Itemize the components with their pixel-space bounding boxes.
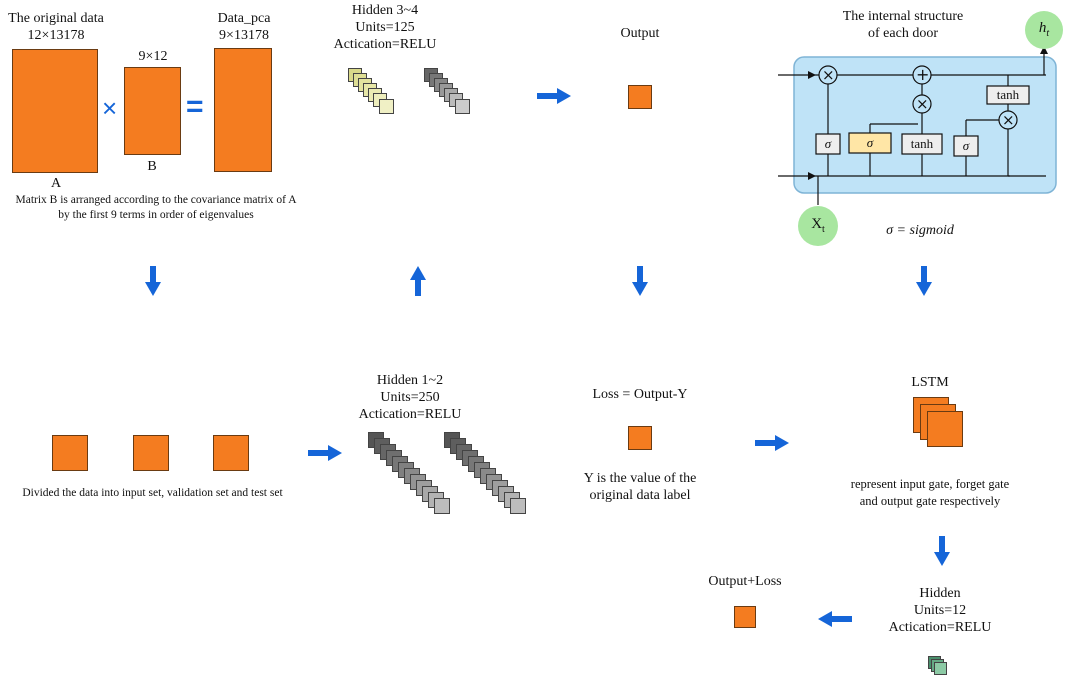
sigmoid-note: σ = sigmoid (886, 223, 954, 238)
multiply-symbol: × (102, 93, 118, 123)
loss-note-line2: original data label (589, 488, 691, 503)
x-symbol: X (811, 216, 823, 232)
matrix-a (12, 49, 98, 173)
candidate-tanh-label: tanh (910, 136, 934, 151)
arrow-cell-down (916, 266, 932, 296)
matrix-a-label: A (50, 176, 62, 191)
loss-title: Loss = Output-Y (592, 387, 688, 402)
arrow-loss-to-lstm (755, 435, 789, 451)
h-node (1025, 11, 1063, 49)
hidden34-title: Hidden 3~4 (351, 3, 419, 18)
candidate-tanh-box (901, 133, 943, 155)
hidden-final-title: Hidden (919, 586, 961, 601)
forget-multiply-node (818, 65, 838, 85)
data-pca-matrix (214, 48, 272, 172)
input-gate-box (848, 132, 892, 154)
data-pca-dims: 9×13178 (219, 28, 269, 43)
arrow-pca-down (145, 266, 161, 296)
hidden12-stack-right (444, 432, 534, 514)
lstm-note-line1: represent input gate, forget gate (850, 477, 1010, 491)
loss-node (628, 426, 652, 450)
hidden12-stack-left (368, 432, 458, 514)
pca-note-line2: by the first 9 terms in order of eigenva… (58, 209, 254, 221)
original-data-title: The original data (8, 11, 104, 26)
cell-tanh-label: tanh (996, 87, 1020, 102)
forget-gate-box (815, 133, 841, 155)
loss-note-line1: Y is the value of the (583, 471, 697, 486)
output-loss-node (734, 606, 756, 628)
matrix-b-dims: 9×12 (138, 49, 168, 64)
hidden34-activation: Actication=RELU (333, 37, 437, 52)
lstm-note-line2: and output gate respectively (859, 494, 1001, 508)
hidden34-stack-yellow (348, 68, 408, 118)
cell-title-line1: The internal structure (842, 9, 964, 24)
cell-add-node (912, 65, 932, 85)
arrow-loss-to-hidden34 (410, 266, 426, 296)
hidden34-stack-gray (424, 68, 484, 118)
matrix-b-label: B (147, 159, 157, 174)
output-gate-box (953, 135, 979, 157)
output-node (628, 85, 652, 109)
x-subscript: t (822, 224, 825, 235)
h-symbol: h (1038, 20, 1047, 36)
test-set-block (213, 435, 249, 471)
output-multiply-symbol: × (1002, 111, 1015, 129)
x-node (798, 206, 838, 246)
h-t-label: ht (1030, 20, 1058, 39)
arrow-hidden-to-outputloss (818, 611, 852, 627)
pca-note-line1: Matrix B is arranged according to the co… (15, 194, 297, 206)
hidden-final-stack (928, 656, 952, 680)
lstm-gate-3 (927, 411, 963, 447)
input-multiply-symbol: × (916, 95, 929, 113)
output-multiply-node (998, 110, 1018, 130)
arrow-lstm-to-hidden (934, 536, 950, 566)
input-multiply-node (912, 94, 932, 114)
equals-symbol: = (186, 90, 204, 123)
split-caption: Divided the data into input set, validat… (22, 487, 283, 499)
validation-set-block (133, 435, 169, 471)
cell-tanh-box (986, 85, 1030, 105)
forget-multiply-symbol: × (822, 66, 835, 84)
matrix-b (124, 67, 181, 155)
hidden-final-units: Units=12 (913, 603, 967, 618)
arrow-output-down (632, 266, 648, 296)
hidden12-units: Units=250 (380, 390, 440, 405)
output-loss-label: Output+Loss (708, 574, 782, 589)
hidden34-units: Units=125 (355, 20, 415, 35)
arrow-hidden34-to-output (537, 88, 571, 104)
lstm-title: LSTM (911, 375, 949, 390)
forget-gate-sigma: σ (824, 136, 832, 151)
cell-add-symbol: + (916, 65, 930, 84)
output-gate-sigma: σ (962, 138, 970, 153)
hidden12-activation: Actication=RELU (358, 407, 462, 422)
hidden12-title: Hidden 1~2 (376, 373, 444, 388)
arrow-split-to-hidden12 (308, 445, 342, 461)
data-pca-title: Data_pca (217, 11, 271, 26)
input-set-block (52, 435, 88, 471)
cell-title-line2: of each door (868, 26, 938, 41)
x-t-label: Xt (804, 216, 832, 235)
output-label: Output (620, 26, 660, 41)
original-data-dims: 12×13178 (27, 28, 85, 43)
input-gate-sigma: σ (866, 135, 874, 150)
h-subscript: t (1046, 28, 1050, 39)
hidden-final-activation: Actication=RELU (888, 620, 992, 635)
